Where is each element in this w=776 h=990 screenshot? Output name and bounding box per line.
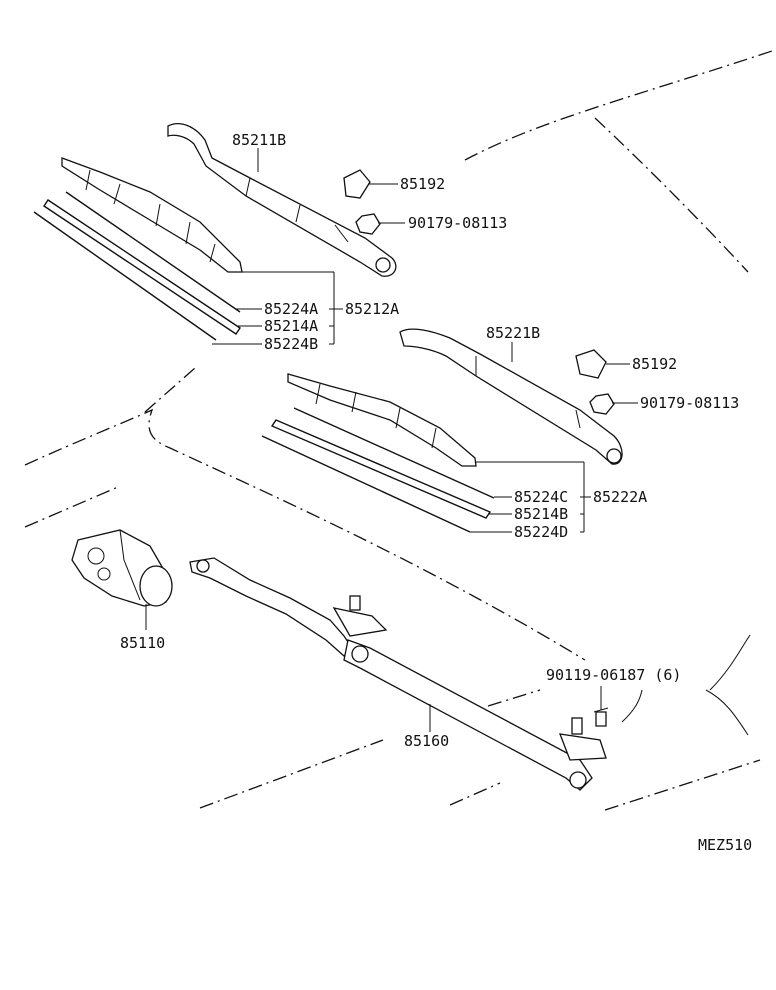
label-motor: 85110 [120, 634, 165, 652]
label-blade-left-rubber: 85214A [264, 317, 318, 335]
diagram-code: MEZ510 [698, 836, 752, 854]
part-labels: 85211B 85192 90179-08113 85224A 85212A 8… [120, 131, 752, 854]
cap-lower [575, 349, 607, 379]
label-blade-right-c: 85224C [514, 488, 568, 506]
label-blade-left-b: 85224B [264, 335, 318, 353]
label-blade-right-d: 85224D [514, 523, 568, 541]
wiper-arm-left [167, 123, 397, 277]
label-cap-lower: 85192 [632, 355, 677, 373]
label-blade-left-a: 85224A [264, 300, 318, 318]
label-bolt: 90119-06187 (6) [546, 666, 681, 684]
nut-lower [589, 393, 615, 415]
cap-upper [343, 169, 371, 199]
label-nut-upper: 90179-08113 [408, 214, 507, 232]
vehicle-outline [24, 49, 776, 811]
bolt [593, 707, 609, 727]
wiper-blade-right [261, 373, 495, 533]
label-linkage: 85160 [404, 732, 449, 750]
wiper-linkage [189, 557, 607, 791]
label-blade-left-assy: 85212A [345, 300, 399, 318]
wiper-arm-right [399, 328, 623, 465]
label-blade-right-assy: 85222A [593, 488, 647, 506]
label-blade-right-rubber: 85214B [514, 505, 568, 523]
label-arm-left: 85211B [232, 131, 286, 149]
label-nut-lower: 90179-08113 [640, 394, 739, 412]
label-arm-right: 85221B [486, 324, 540, 342]
nut-upper [355, 213, 381, 235]
label-cap-upper: 85192 [400, 175, 445, 193]
wiper-motor [71, 529, 173, 607]
leader-lines [145, 148, 638, 732]
wiper-blade-left [33, 157, 243, 341]
